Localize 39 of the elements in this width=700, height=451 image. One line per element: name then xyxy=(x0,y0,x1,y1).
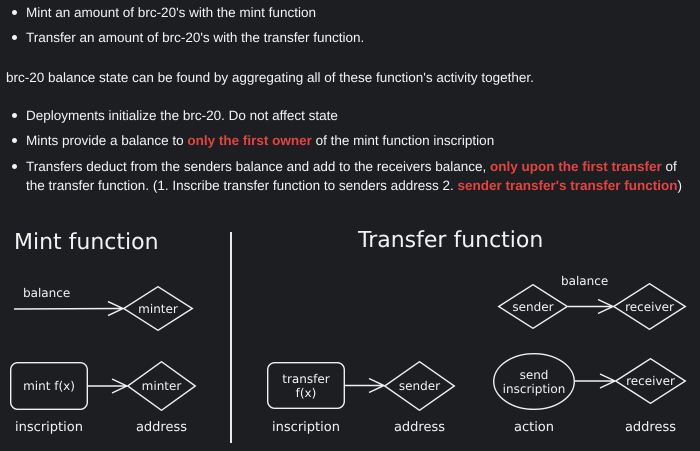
ellipse-node xyxy=(493,353,575,410)
diamond-node xyxy=(613,283,686,330)
arrow xyxy=(88,378,128,394)
diamond-node xyxy=(615,358,686,404)
node-label: minter xyxy=(138,302,178,316)
diamond-node xyxy=(384,361,455,411)
section-heading: Mint function xyxy=(14,230,159,255)
caption-text: action xyxy=(512,420,555,435)
rounded-box xyxy=(10,362,88,410)
edge-label: balance xyxy=(22,286,72,300)
diamond-node xyxy=(127,361,196,411)
arrow xyxy=(568,298,614,314)
caption-text: address xyxy=(134,420,188,435)
arrow xyxy=(575,373,616,389)
caption-text: address xyxy=(624,420,678,435)
rounded-box xyxy=(267,362,345,409)
bullet-text: Transfer an amount of brc-20's with the transfer function. xyxy=(26,29,366,47)
caption-text: inscription xyxy=(14,420,84,435)
edge-label: balance xyxy=(560,274,610,288)
node-label: sender xyxy=(398,379,440,393)
node-label: sender xyxy=(512,300,554,314)
bullet-text: Deployments initialize the brc-20. Do not affect state xyxy=(26,107,339,125)
arrow xyxy=(14,300,124,316)
arrow xyxy=(345,378,385,394)
node-label: minter xyxy=(142,379,182,393)
caption-text: inscription xyxy=(271,420,341,435)
bullet-text: Transfers deduct from the senders balance and add to the receivers balance, only upon the first transfer of the transfer function. (1. Inscribe transfer function to senders address 2. sender transfer's transfer function) xyxy=(26,158,683,195)
diamond-node xyxy=(123,286,193,331)
caption-text: address xyxy=(392,420,446,435)
node-label: mint f(x) xyxy=(23,379,75,393)
node-label: receiver xyxy=(626,374,675,388)
diamond-node xyxy=(498,284,568,329)
node-label: transfer f(x) xyxy=(281,372,331,400)
section-heading: Transfer function xyxy=(358,228,544,253)
paragraph-text: brc-20 balance state can be found by aggregating all of these function's activity together. xyxy=(6,69,535,87)
bullet-text: Mints provide a balance to only the first owner of the mint function inscription xyxy=(26,132,496,150)
node-label: send inscription xyxy=(502,368,566,396)
bullet-text: Mint an amount of brc-20's with the mint function xyxy=(26,4,317,22)
node-label: receiver xyxy=(625,300,674,314)
